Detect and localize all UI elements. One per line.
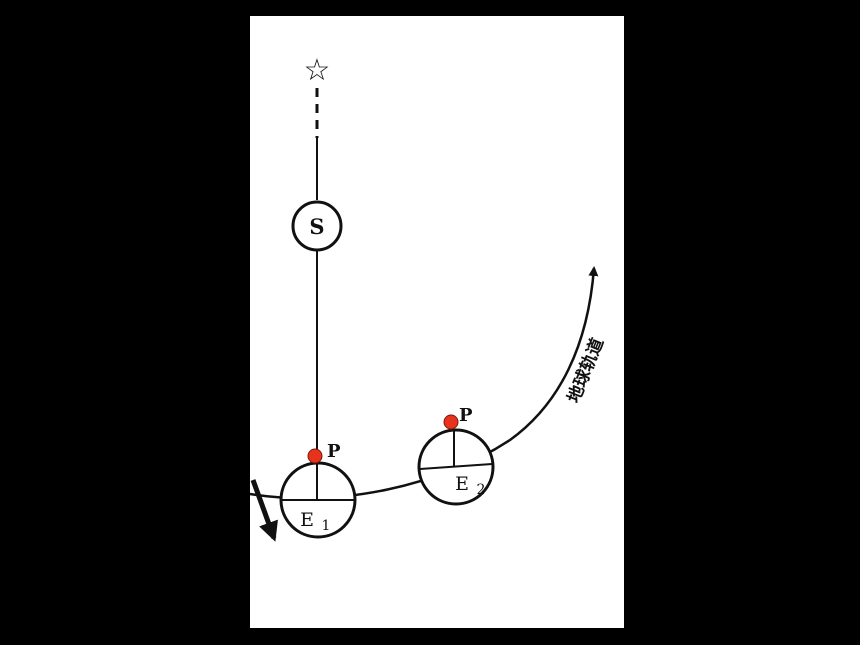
orbit-label: 地球轨道 xyxy=(563,335,608,406)
motion-arrow xyxy=(250,479,278,542)
earth-2-equator xyxy=(419,463,493,470)
point-p-1-label: P xyxy=(327,441,341,462)
earth-1-subscript: 1 xyxy=(322,518,331,534)
point-p-2 xyxy=(443,414,459,430)
point-p-2-label: P xyxy=(459,405,473,426)
earth-1-label: E xyxy=(300,509,314,531)
earth-2-label: E xyxy=(455,473,469,495)
star-icon: ☆ xyxy=(304,53,331,88)
sun-label: S xyxy=(309,214,324,239)
earth-2-subscript: 2 xyxy=(477,482,486,498)
point-p-1 xyxy=(307,448,323,464)
